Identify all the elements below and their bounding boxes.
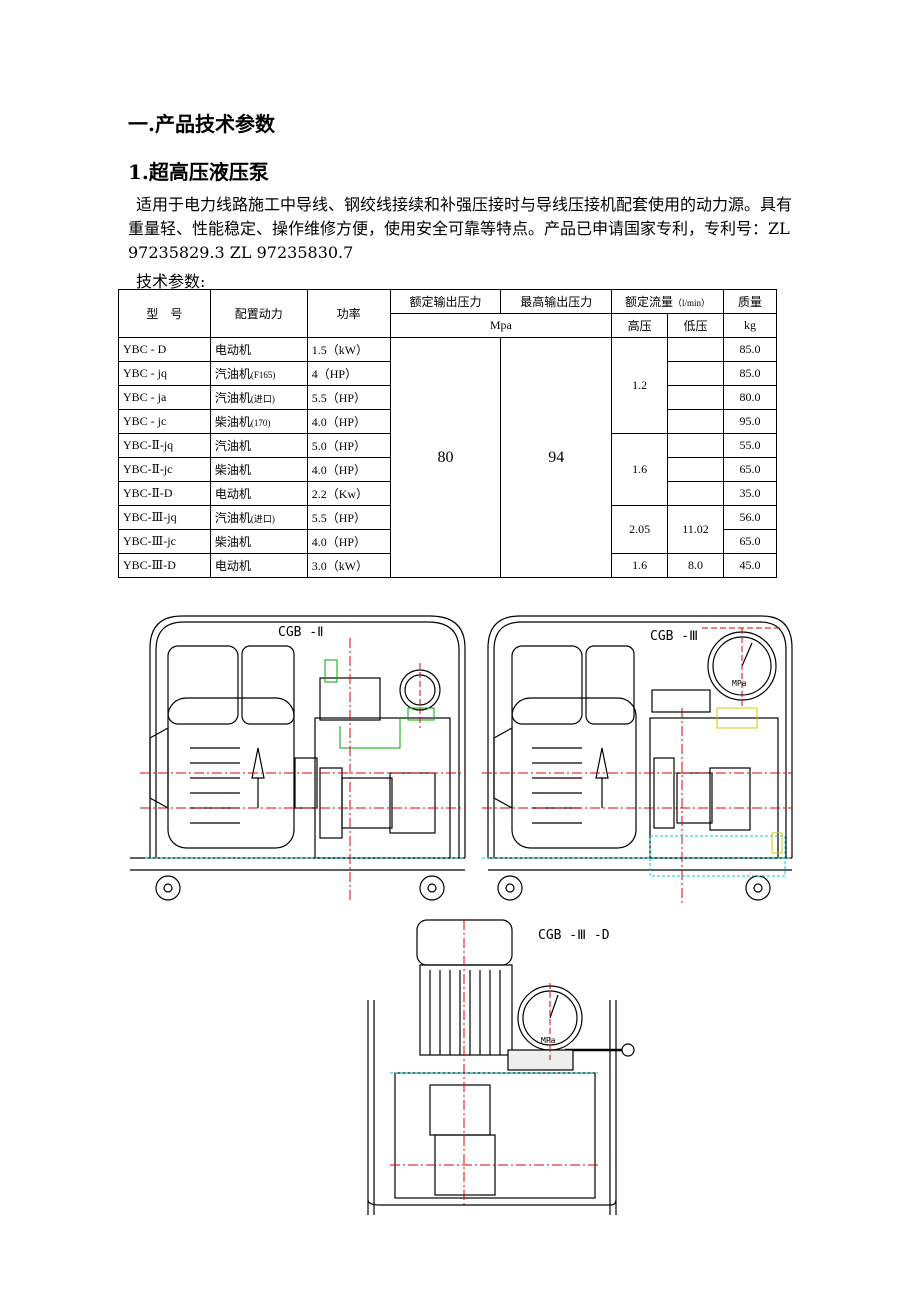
cell-mass: 35.0 <box>722 481 778 506</box>
cell-model: YBC-Ⅱ-jc <box>118 457 211 482</box>
table-row: YBC-Ⅱ-jq 汽油机 5.0（HP） 1.6 55.0 <box>118 433 778 506</box>
cell-high-2: 1.6 <box>611 433 669 506</box>
cell-mass: 85.0 <box>722 337 778 362</box>
table-row: YBC - jc 柴油机(170) 4.0（HP） 95.0 <box>118 409 778 434</box>
cell-power: 4.0（HP） <box>306 457 391 482</box>
gauge-unit: MPa <box>732 679 747 688</box>
cell-mass: 80.0 <box>722 385 778 410</box>
cell-power: 1.5（kW） <box>306 337 391 362</box>
cell-rated-value: 80 <box>389 337 502 578</box>
description-text: 适用于电力线路施工中导线、钢绞线接续和补强压接时与导线压接机配套使用的动力源。具… <box>128 195 793 262</box>
cell-power: 4.0（HP） <box>306 409 391 434</box>
cell-engine: 汽油机 <box>209 433 308 458</box>
cell-power: 4.0（HP） <box>306 529 391 554</box>
cell-engine: 电动机 <box>209 337 308 362</box>
cell-engine: 柴油机(170) <box>209 409 308 434</box>
cell-power: 5.5（HP） <box>306 385 391 410</box>
subsection-title: 1.超高压液压泵 <box>128 160 269 184</box>
header-flow-unit: （l/min） <box>673 298 711 308</box>
gauge-unit-bottom: MPa <box>541 1036 556 1045</box>
table-row: YBC - ja 汽油机(进口) 5.5（HP） 80.0 <box>118 385 778 410</box>
header-high: 高压 <box>611 313 669 338</box>
cell-high-1: 1.2 <box>611 337 669 434</box>
params-label: 技术参数: <box>136 272 206 291</box>
cell-power: 3.0（kW） <box>306 553 391 578</box>
spec-table: 型 号 配置动力 功率 额定输出压力 最高输出压力 额定流量（l/min） 质量… <box>118 289 778 578</box>
cell-mass: 65.0 <box>722 529 778 554</box>
cell-mass: 56.0 <box>722 505 778 530</box>
cell-low <box>667 409 724 434</box>
drawing-right-label: CGB -Ⅲ <box>650 629 698 644</box>
header-mass: 质量 <box>722 289 778 314</box>
header-power: 功率 <box>306 289 391 338</box>
table-row: YBC-Ⅱ-jc 柴油机 4.0（HP） 65.0 <box>118 457 778 482</box>
drawing-cgb-iii: CGB -Ⅲ MPa <box>482 615 793 903</box>
cell-model: YBC-Ⅲ-jc <box>118 529 211 554</box>
cell-engine: 电动机 <box>209 481 308 506</box>
cell-engine: 电动机 <box>209 553 308 578</box>
cell-mass: 65.0 <box>722 457 778 482</box>
cell-model: YBC-Ⅲ-D <box>118 553 211 578</box>
header-pressure-unit: Mpa <box>389 313 613 338</box>
drawing-bottom-label: CGB -Ⅲ -D <box>538 928 610 943</box>
header-mass-unit: kg <box>722 313 778 338</box>
cell-power: 5.0（HP） <box>306 433 391 458</box>
header-flow-label: 额定流量 <box>625 295 674 309</box>
cell-mass: 95.0 <box>722 409 778 434</box>
drawing-left-label: CGB -Ⅱ <box>278 625 324 640</box>
cell-engine: 柴油机 <box>209 457 308 482</box>
header-row-2: Mpa 高压 低压 kg <box>119 313 778 338</box>
cell-power: 2.2（Kw） <box>306 481 391 506</box>
cell-engine: 汽油机(进口) <box>209 385 308 410</box>
cell-model: YBC-Ⅱ-jq <box>118 433 211 458</box>
drawing-cgb-ii: CGB -Ⅱ <box>130 615 466 903</box>
cell-model: YBC - ja <box>118 385 211 410</box>
header-flow: 额定流量（l/min） <box>611 289 724 314</box>
header-power-config: 配置动力 <box>209 289 308 338</box>
cell-low-3: 11.02 <box>667 505 724 554</box>
cell-model: YBC-Ⅱ-D <box>118 481 211 506</box>
table-row: YBC-Ⅲ-D 电动机 3.0（kW） 1.6 8.0 45.0 <box>118 553 778 578</box>
cell-max-value: 94 <box>500 337 613 578</box>
cell-high-4: 1.6 <box>611 553 669 578</box>
header-rated-pressure: 额定输出压力 <box>389 289 502 314</box>
drawing-cgb-iii-d: CGB -Ⅲ -D MPa <box>367 919 635 1215</box>
description-paragraph: 适用于电力线路施工中导线、钢绞线接续和补强压接时与导线压接机配套使用的动力源。具… <box>128 193 798 265</box>
cell-low <box>667 481 724 506</box>
cell-low <box>667 361 724 386</box>
cell-engine: 汽油机(进口) <box>209 505 308 530</box>
section-title: 一.产品技术参数 <box>128 112 275 136</box>
header-model: 型 号 <box>118 289 211 338</box>
cell-low <box>667 385 724 410</box>
cell-mass: 85.0 <box>722 361 778 386</box>
header-max-pressure: 最高输出压力 <box>500 289 613 314</box>
cell-low <box>667 457 724 482</box>
header-low: 低压 <box>667 313 724 338</box>
cell-model: YBC - jq <box>118 361 211 386</box>
cell-low <box>667 433 724 458</box>
cell-engine: 汽油机(F165) <box>209 361 308 386</box>
table-row: YBC-Ⅲ-jq 汽油机(进口) 5.5（HP） 2.05 11.02 56.0 <box>118 505 778 554</box>
cell-model: YBC - jc <box>118 409 211 434</box>
cell-low-4: 8.0 <box>667 553 724 578</box>
header-row: 型 号 配置动力 功率 额定输出压力 最高输出压力 额定流量（l/min） 质量 <box>118 289 778 338</box>
cell-model: YBC - D <box>118 337 211 362</box>
table-row: YBC - D 电动机 1.5（kW） 80 94 1.2 85.0 <box>118 337 778 578</box>
cell-high-3: 2.05 <box>611 505 669 554</box>
cell-power: 5.5（HP） <box>306 505 391 530</box>
cell-low <box>667 337 724 362</box>
cell-model: YBC-Ⅲ-jq <box>118 505 211 530</box>
cell-engine: 柴油机 <box>209 529 308 554</box>
cell-mass: 45.0 <box>722 553 778 578</box>
cell-mass: 55.0 <box>722 433 778 458</box>
cell-power: 4（HP） <box>306 361 391 386</box>
